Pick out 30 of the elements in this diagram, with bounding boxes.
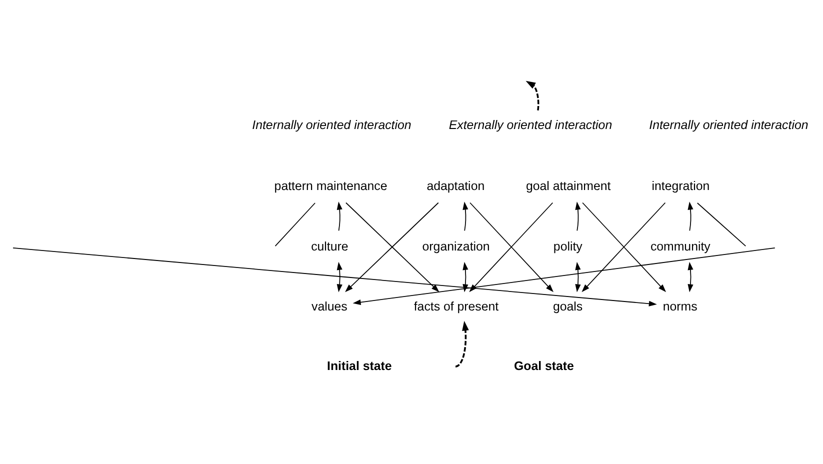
arrow (688, 261, 694, 292)
label: Initial state (327, 358, 392, 372)
node-text: Externally oriented interaction (448, 117, 612, 132)
node-text: facts of present (414, 299, 499, 314)
node-text: adaptation (426, 178, 485, 193)
node-text: goal attainment (526, 178, 611, 193)
node-text: goals (552, 299, 583, 314)
node-text: integration (652, 178, 710, 193)
arrow (575, 201, 581, 231)
node-text: culture (311, 238, 348, 253)
node-text: community (650, 238, 710, 253)
arrow (462, 201, 468, 231)
node-text: norms (662, 299, 698, 314)
arrow (575, 261, 581, 292)
connector (274, 202, 316, 246)
node-text: organization (422, 238, 490, 253)
label: Internally oriented interaction (649, 117, 808, 132)
arrow (336, 261, 342, 292)
arrow (455, 320, 469, 367)
node-text: values (312, 299, 348, 314)
node-text: pattern maintenance (274, 178, 388, 193)
arrow (688, 201, 694, 231)
arrow (352, 246, 776, 305)
node-text: polity (553, 238, 582, 253)
arrow (336, 201, 342, 231)
label: Goal state (514, 358, 574, 372)
arrow (12, 246, 657, 306)
connector (696, 202, 746, 246)
arrow (526, 80, 540, 110)
label: Internally oriented interaction (252, 117, 412, 132)
